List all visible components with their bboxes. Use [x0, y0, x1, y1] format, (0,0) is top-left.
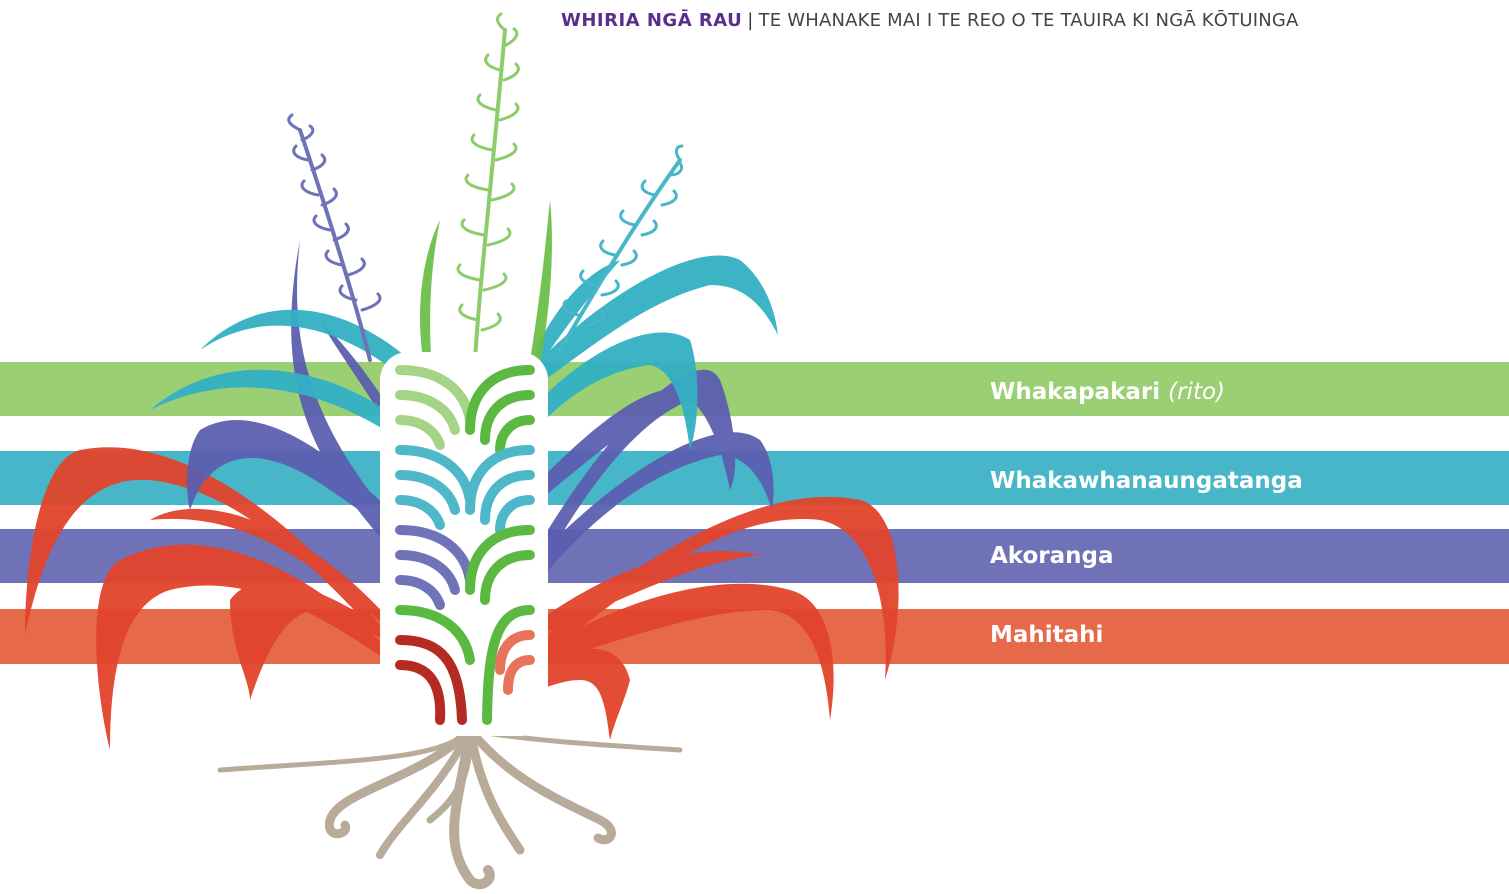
- cyan-leaves: [150, 255, 778, 450]
- band-label-whakapakari: Whakapakari (rito): [990, 381, 1225, 404]
- band-label-text: Whakapakari: [990, 379, 1161, 405]
- flower-stalk-icon: [287, 12, 684, 362]
- band-label-text: Akoranga: [990, 543, 1114, 569]
- root-system-icon: [217, 725, 683, 890]
- woven-stem-icon: [380, 352, 548, 736]
- band-label-akoranga: Akoranga: [990, 545, 1114, 568]
- band-label-text: Whakawhanaungatanga: [990, 468, 1303, 494]
- header-subtitle: TE WHANAKE MAI I TE REO O TE TAUIRA KI N…: [758, 10, 1299, 31]
- page-header: WHIRIA NGĀ RAU|TE WHANAKE MAI I TE REO O…: [561, 8, 1299, 34]
- header-separator: |: [747, 10, 754, 31]
- band-label-text: Mahitahi: [990, 622, 1104, 648]
- band-label-mahitahi: Mahitahi: [990, 624, 1103, 647]
- header-brand: WHIRIA NGĀ RAU: [561, 10, 743, 31]
- red-leaves: [25, 447, 899, 750]
- band-label-whakawhanaungatanga: Whakawhanaungatanga: [990, 470, 1303, 493]
- green-leaves: [420, 200, 552, 370]
- band-label-note: (rito): [1168, 379, 1226, 405]
